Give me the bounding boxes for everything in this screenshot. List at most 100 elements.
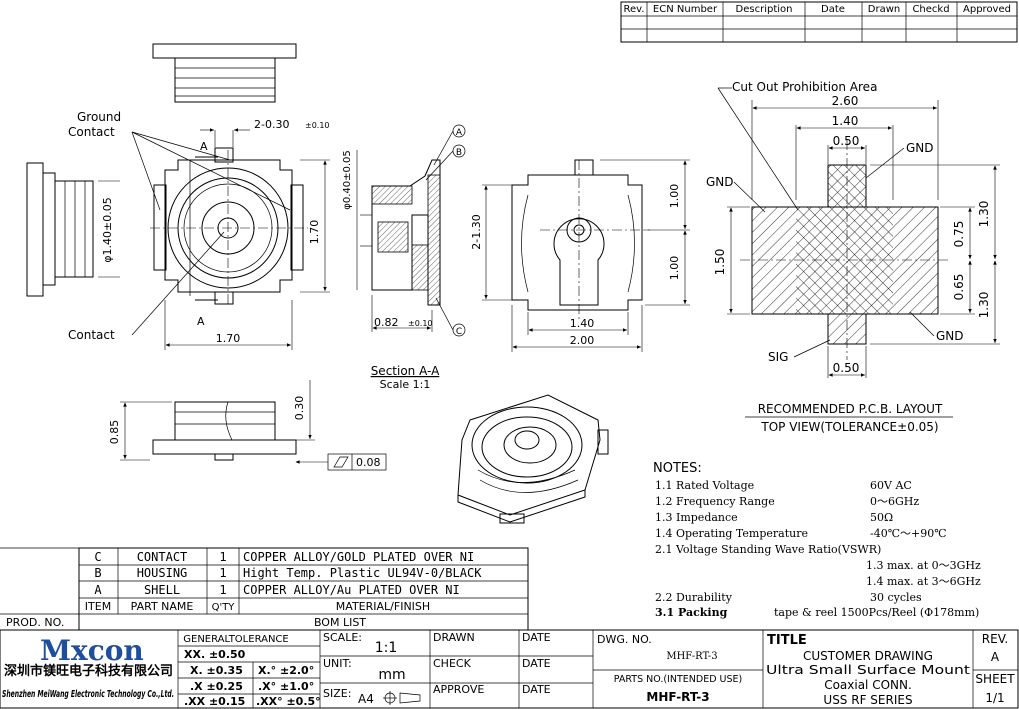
label-gnd-left: GND: [706, 175, 734, 189]
dim-pcb-050-bottom: 0.50: [833, 361, 860, 375]
tol-row-2b: X.° ±2.0°: [258, 664, 314, 677]
bom-qty-c: 1: [219, 550, 226, 564]
rev-header-checkd: Checkd: [912, 4, 949, 15]
projection-symbol-icon: [383, 691, 421, 705]
front-elevation-view: 0.85 0.30 0.08: [108, 380, 387, 471]
tol-row-4b: .XX° ±0.5°: [256, 695, 321, 708]
title-line-4: USS RF SERIES: [823, 693, 912, 707]
label-gnd-top-right: GND: [906, 141, 934, 155]
section-scale: Scale 1:1: [380, 378, 431, 391]
pcb-layout: 2.60 1.40 0.50 1.50 1.30 0.75 0.65 1.30 …: [706, 80, 1000, 434]
bom-qty-b: 1: [219, 566, 226, 580]
dim-pcb-065: 0.65: [952, 274, 966, 301]
callout-c: C: [456, 327, 462, 337]
scale-label: SCALE:: [323, 631, 362, 644]
approve-label: APPROVE: [433, 683, 484, 696]
dim-pcb-075: 0.75: [952, 221, 966, 248]
label-sig: SIG: [768, 350, 788, 364]
title-line-2: Ultra Small Surface Mount: [766, 663, 970, 677]
label-contact: Contact: [68, 328, 115, 342]
tol-row-2a: X. ±0.35: [190, 664, 243, 677]
dim-pcb-150: 1.50: [713, 249, 727, 276]
sheet-value: 1/1: [985, 691, 1004, 705]
dim-height-total: 0.85: [108, 420, 121, 445]
label-cut-out: Cut Out Prohibition Area: [732, 80, 877, 94]
pcb-subtitle: TOP VIEW(TOLERANCE±0.05): [760, 420, 938, 434]
dim-bottom-outer: 2.00: [570, 334, 595, 347]
dwg-no: MHF-RT-3: [666, 651, 717, 662]
bom-qty-a: 1: [219, 583, 226, 597]
note-value-2: 0～6GHz: [870, 495, 919, 508]
parts-no: MHF-RT-3: [646, 690, 709, 704]
rev-header-desc: Description: [736, 4, 793, 15]
rev-header-ecn: ECN Number: [653, 4, 718, 15]
dim-flatness: 0.08: [356, 456, 381, 469]
date-label-3: DATE: [522, 683, 551, 696]
rev-header-drawn: Drawn: [868, 4, 900, 15]
note-label-3: 1.3 Impedance: [655, 511, 738, 524]
note-value-1: 60V AC: [870, 479, 912, 492]
dim-section-tol: ±0.10: [408, 319, 433, 328]
company-name-cn: 深圳市镁旺电子科技有限公司: [4, 663, 173, 679]
note-value-6: 1.3 max. at 0～3GHz: [866, 559, 981, 572]
sheet-label: SHEET: [975, 672, 1015, 686]
title-label: TITLE: [767, 633, 807, 648]
dim-pcb-130-top: 1.30: [977, 201, 991, 228]
dim-bottom-inner: 1.40: [570, 317, 595, 330]
bom-header-part: PART NAME: [131, 600, 194, 613]
dim-height-top: 0.30: [293, 396, 306, 421]
title-line-3: Coaxial CONN.: [824, 678, 912, 692]
unit-value: mm: [378, 667, 405, 683]
drawn-label: DRAWN: [433, 631, 475, 644]
label-gnd-bottom-right: GND: [936, 329, 964, 343]
bom-prod-no: PROD. NO.: [6, 616, 64, 629]
revision-table: Rev. ECN Number Description Date Drawn C…: [620, 1, 1018, 43]
note-label-4: 1.4 Operating Temperature: [655, 527, 808, 540]
title-line-1: CUSTOMER DRAWING: [803, 649, 933, 663]
date-label-1: DATE: [522, 631, 551, 644]
size-label: SIZE:: [323, 687, 351, 700]
dim-diameter-side: φ1.40±0.05: [101, 197, 114, 262]
isometric-view: [457, 394, 609, 524]
company-logo: Mxcon: [40, 634, 144, 667]
bom-header-item: ITEM: [85, 600, 111, 613]
bom-part-c: CONTACT: [137, 550, 188, 564]
note-value-4: -40℃～+90℃: [870, 527, 947, 540]
note-label-2: 1.2 Frequency Range: [655, 495, 775, 508]
bom-part-a: SHELL: [144, 583, 180, 597]
dim-body-height: 1.70: [308, 220, 321, 245]
note-label-9: 3.1 Packing: [655, 606, 728, 619]
dim-section-width: 0.82: [374, 316, 399, 329]
note-value-8: 30 cycles: [870, 591, 922, 604]
bom-item-a: A: [94, 583, 102, 597]
label-ground-contact: Contact: [68, 125, 115, 139]
rev-label: REV.: [982, 632, 1008, 646]
unit-label: UNIT:: [323, 657, 352, 670]
tol-row-3b: .X° ±1.0°: [258, 680, 314, 693]
bom-material-c: COPPER ALLOY/GOLD PLATED OVER NI: [243, 550, 474, 564]
pcb-title: RECOMMENDED P.C.B. LAYOUT: [758, 402, 943, 416]
dim-diameter-section: φ0.40±0.05: [342, 150, 353, 210]
label-ground: Ground: [77, 110, 121, 124]
dim-pin-tol: ±0.10: [305, 121, 330, 130]
dwg-no-label: DWG. NO.: [597, 633, 652, 646]
check-label: CHECK: [433, 657, 472, 670]
dim-pcb-050-top: 0.50: [833, 134, 860, 148]
rev-header-rev: Rev.: [624, 4, 645, 15]
note-value-7: 1.4 max. at 3～6GHz: [866, 575, 981, 588]
bom-item-c: C: [94, 550, 101, 564]
bom-list: C CONTACT 1 COPPER ALLOY/GOLD PLATED OVE…: [0, 547, 529, 631]
rev-header-date: Date: [821, 4, 845, 15]
dim-pin-width: 2-0.30: [254, 118, 289, 131]
dim-pcb-130-bottom: 1.30: [977, 292, 991, 319]
bom-title: BOM LIST: [314, 616, 366, 629]
section-mark-top: A: [200, 140, 208, 153]
tolerance-title: GENERALTOLERANCE: [183, 634, 288, 645]
parts-no-label: PARTS NO.(INTENDED USE): [614, 674, 742, 685]
dim-body-width: 1.70: [216, 332, 241, 345]
bottom-view: 2-1.30 1.00 1.00 1.40 2.00: [470, 159, 690, 352]
dim-bottom-lower: 1.00: [668, 256, 681, 281]
dim-bottom-pitch: 2-1.30: [470, 214, 483, 249]
dim-pcb-260: 2.60: [832, 94, 859, 108]
bom-material-b: Hight Temp. Plastic UL94V-0/BLACK: [243, 566, 482, 580]
